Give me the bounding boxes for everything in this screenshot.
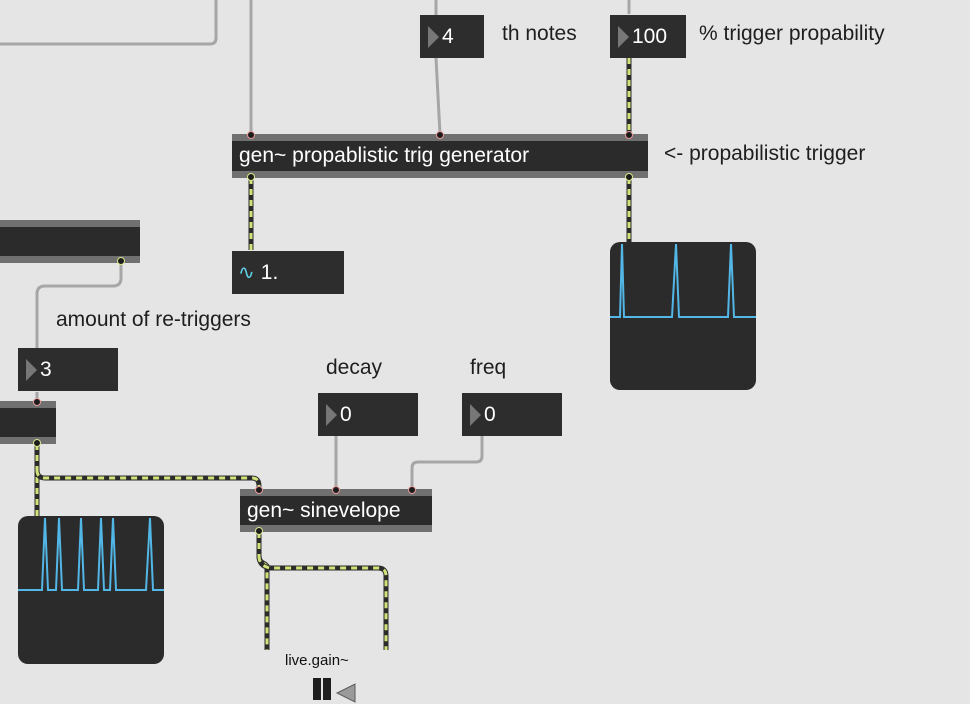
decay-number-box[interactable]: 0 [318,393,418,436]
inlet[interactable] [332,486,340,494]
control-cable [35,262,123,348]
number-triangle-icon [26,358,37,381]
inlet[interactable] [436,131,444,139]
live-gain-label: live.gain~ [285,652,349,669]
signal-wave-icon: ∿ [238,262,255,284]
inlet[interactable] [33,398,41,406]
outlet[interactable] [247,173,255,181]
inlet[interactable] [408,486,416,494]
outlet[interactable] [625,173,633,181]
sinevelope-text: gen~ sinevelope [247,498,401,522]
inlet[interactable] [255,486,263,494]
live-gain-slider[interactable] [313,678,357,703]
signal-cable [34,469,262,490]
signal-cable [256,555,389,650]
decay-value: 0 [340,402,352,426]
number-triangle-icon [470,403,481,426]
retrigger-source-object[interactable] [0,220,140,263]
outlet[interactable] [255,527,263,535]
scope-waveform [610,243,756,318]
control-cable [410,436,484,490]
decay-label: decay [326,356,383,379]
control-cable [0,0,218,46]
freq-number-box[interactable]: 0 [462,393,562,436]
number-triangle-icon [428,25,439,48]
th-notes-label: th notes [502,22,577,45]
signal-number-value: 1. [260,260,279,284]
probabilistic-trigger-comment: <- propabilistic trigger [664,142,866,165]
scope-trigger-output[interactable] [610,242,756,390]
note-division-number-box[interactable]: 4 [420,15,484,58]
trigger-probability-number-box[interactable]: 100 [610,15,686,58]
number-triangle-icon [326,403,337,426]
gain-slider-triangle-icon [335,683,356,703]
scope-retrigger-output[interactable] [18,516,164,664]
scope-waveform [18,517,164,591]
freq-label: freq [470,356,507,379]
note-division-value: 4 [442,24,454,48]
outlet[interactable] [117,257,125,265]
trigger-probability-value: 100 [632,24,668,48]
gain-meter-left [313,678,321,700]
amount-retriggers-label: amount of re-triggers [56,308,251,331]
signal-number-display[interactable]: ∿ 1. [232,251,344,294]
signal-cable [256,532,270,650]
trigger-probability-label: % trigger propability [699,22,885,45]
trig-generator-object[interactable]: gen~ propablistic trig generator [232,134,648,178]
trig-generator-text: gen~ propablistic trig generator [239,144,530,167]
outlet[interactable] [33,439,41,447]
retriggers-number-box[interactable]: 3 [18,348,118,391]
number-triangle-icon [618,25,629,48]
retriggers-value: 3 [40,357,52,381]
sinevelope-object[interactable]: gen~ sinevelope [240,489,432,532]
retrigger-object[interactable] [0,401,56,444]
inlet[interactable] [247,131,255,139]
gain-meter-right [323,678,331,700]
freq-value: 0 [484,402,496,426]
inlet[interactable] [625,131,633,139]
